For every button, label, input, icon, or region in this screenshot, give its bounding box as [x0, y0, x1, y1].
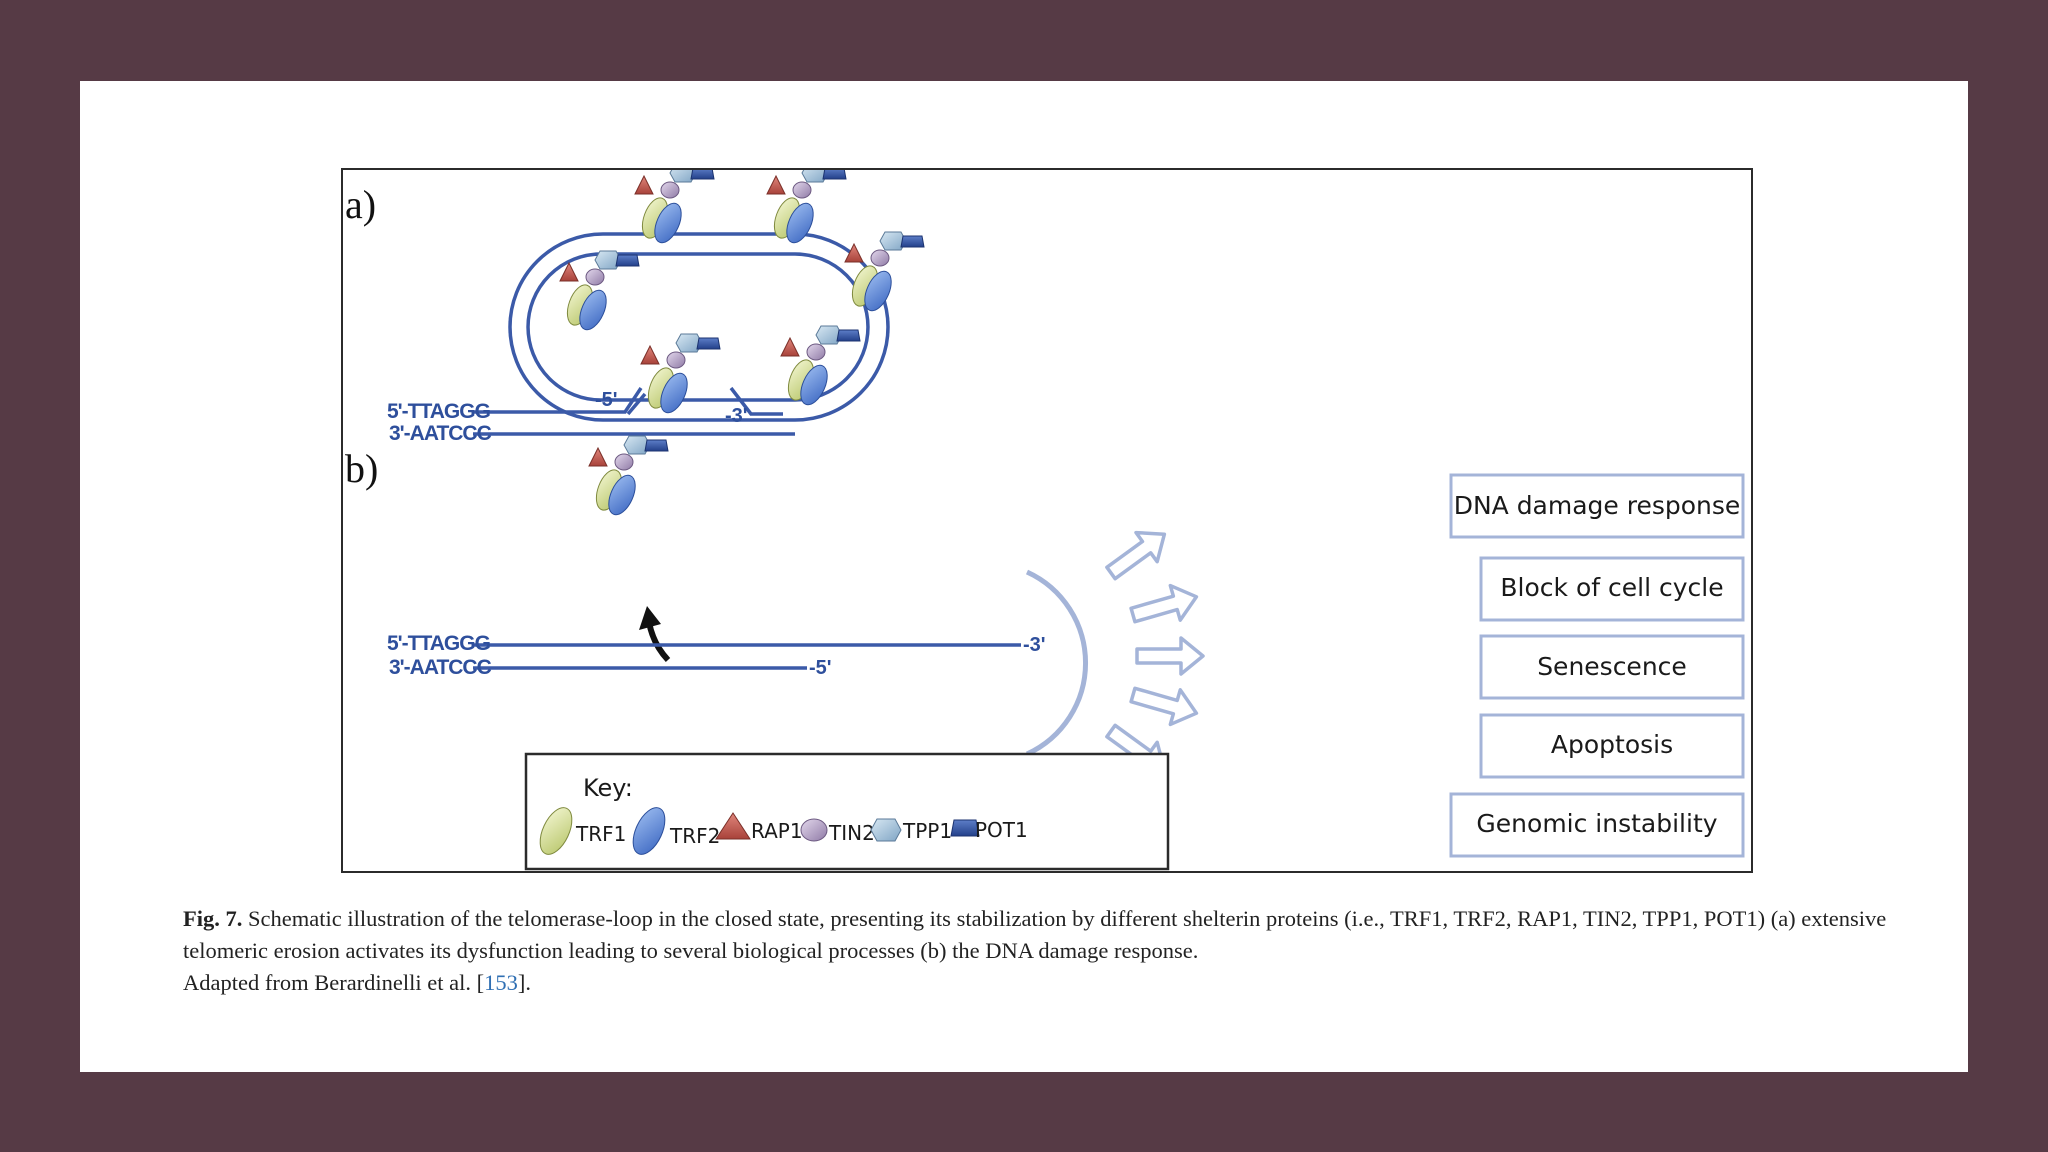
outcome-label: Block of cell cycle: [1500, 573, 1723, 602]
key-trf1-label: TRF1: [575, 822, 626, 846]
response-bracket: [1025, 569, 1089, 757]
b-5-end-label: -5': [809, 657, 832, 679]
b-3-end-label: -3': [1023, 634, 1046, 656]
outcome-arrows: [1098, 517, 1205, 787]
outcome-block-of-cell-cycle: Block of cell cycle: [1479, 556, 1745, 622]
strand-bottom-label-a: 3'-AATCCC: [389, 422, 492, 445]
outcome-genomic-instability: Genomic instability: [1449, 792, 1745, 858]
key-pot1-label: POT1: [975, 818, 1028, 842]
trf2-legend-icon: [632, 807, 666, 855]
legend-key: Key: TRF1 TRF2 RAP1 TIN2: [524, 752, 1170, 871]
caption-adapted-suffix: ].: [517, 970, 532, 995]
figure-7: a) 5'-TTAGGG 3'-AATCCC -5' -3': [341, 168, 1753, 873]
loop-5-end-label: -5': [595, 389, 618, 411]
outcome-boxes: DNA damage response Block of cell cycle …: [1449, 473, 1745, 858]
strand-top-label-a: 5'-TTAGGG: [387, 400, 491, 423]
key-trf2-label: TRF2: [669, 824, 720, 848]
tin2-legend-icon: [800, 818, 828, 842]
dna-duplex-a: [473, 386, 795, 436]
outcome-dna-damage-response: DNA damage response: [1449, 473, 1745, 539]
release-arrow: [646, 621, 671, 663]
panel-b-label: b): [345, 446, 378, 491]
released-shelterin: [588, 435, 669, 520]
caption-text: Schematic illustration of the telomerase…: [183, 906, 1887, 963]
outcome-senescence: Senescence: [1479, 634, 1745, 700]
caption-label: Fig. 7.: [183, 906, 243, 931]
pot1-legend-icon: [950, 819, 980, 837]
loop-3-end-label: -3': [725, 405, 748, 427]
rap1-legend-icon: [715, 812, 751, 840]
trf1-legend-icon: [539, 807, 573, 855]
figure-caption: Fig. 7. Schematic illustration of the te…: [183, 903, 1913, 999]
outcome-label: Genomic instability: [1476, 809, 1717, 838]
caption-adapted-prefix: Adapted from Berardinelli et al. [: [183, 970, 485, 995]
panel-a-label: a): [345, 182, 376, 227]
dna-duplex-b: [473, 643, 1021, 670]
outcome-label: Apoptosis: [1551, 730, 1673, 759]
strand-top-label-b: 5'-TTAGGG: [387, 632, 491, 655]
release-arrow-head: [639, 606, 661, 630]
outcome-apoptosis: Apoptosis: [1479, 713, 1745, 779]
tpp1-legend-icon: [870, 818, 902, 842]
key-rap1-label: RAP1: [751, 819, 803, 843]
outcome-label: Senescence: [1537, 652, 1687, 681]
strand-bottom-label-b: 3'-AATCCC: [389, 656, 492, 679]
citation-link[interactable]: 153: [484, 970, 518, 995]
figure-diagram: a) 5'-TTAGGG 3'-AATCCC -5' -3': [345, 170, 1745, 871]
key-tpp1-label: TPP1: [902, 819, 952, 843]
outcome-label: DNA damage response: [1454, 491, 1741, 520]
shelterin-complexes-loop: [559, 170, 925, 418]
key-tin2-label: TIN2: [828, 821, 875, 845]
paper-page: a) 5'-TTAGGG 3'-AATCCC -5' -3': [80, 81, 1968, 1072]
key-title: Key:: [583, 774, 633, 802]
